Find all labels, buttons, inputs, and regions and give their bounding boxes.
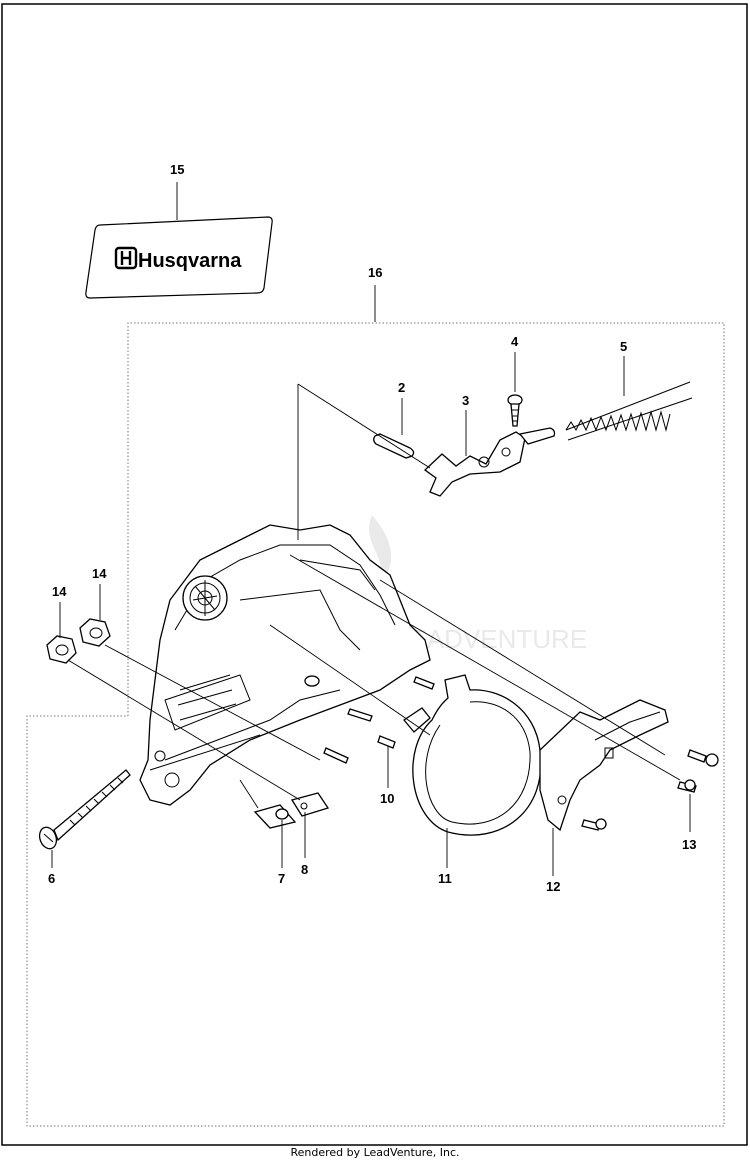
callout-15: 15 bbox=[170, 162, 184, 177]
footer-credit: Rendered by LeadVenture, Inc. bbox=[290, 1146, 459, 1159]
part-washer-7 bbox=[253, 804, 297, 829]
part-bar-bolt-6 bbox=[38, 769, 131, 850]
part-screws-13 bbox=[581, 749, 719, 831]
callout-5: 5 bbox=[620, 339, 627, 354]
husqvarna-logo-icon bbox=[114, 246, 138, 270]
kit-boundary-16 bbox=[26, 322, 725, 1127]
callout-2: 2 bbox=[398, 380, 405, 395]
part-spring-5 bbox=[565, 381, 693, 441]
part-bracket-12 bbox=[539, 699, 669, 832]
callout-14-right: 14 bbox=[92, 566, 107, 581]
part-small-pins bbox=[323, 676, 435, 764]
callout-4: 4 bbox=[511, 334, 519, 349]
brand-label: Husqvarna bbox=[138, 250, 242, 272]
callout-8: 8 bbox=[301, 862, 308, 877]
part-brake-lever-3 bbox=[423, 427, 556, 497]
callout-12: 12 bbox=[546, 879, 560, 894]
part-clutch-cover bbox=[139, 524, 431, 806]
outer-border bbox=[1, 3, 748, 1146]
part-pin-2 bbox=[373, 433, 415, 459]
part-plate-8 bbox=[290, 792, 330, 817]
part-screw-4 bbox=[507, 394, 523, 427]
callout-10: 10 bbox=[380, 791, 394, 806]
part-bar-nut-left bbox=[46, 635, 77, 664]
callout-13: 13 bbox=[682, 837, 696, 852]
callout-6: 6 bbox=[48, 871, 55, 886]
callout-11: 11 bbox=[438, 871, 452, 886]
callout-7: 7 bbox=[278, 871, 285, 886]
callout-16: 16 bbox=[368, 265, 382, 280]
part-bar-nut-right bbox=[79, 618, 111, 647]
leader-lines bbox=[51, 182, 691, 876]
callout-14-left: 14 bbox=[52, 584, 67, 599]
part-brake-band-11 bbox=[403, 674, 542, 836]
callout-3: 3 bbox=[462, 393, 469, 408]
part-roll-pin-10 bbox=[377, 735, 396, 749]
decal-husqvarna: Husqvarna bbox=[85, 216, 273, 299]
